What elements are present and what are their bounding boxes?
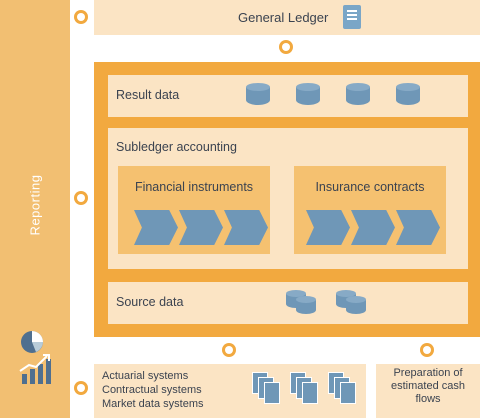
result-data-title: Result data — [116, 88, 180, 102]
connector-middle-left — [74, 191, 88, 205]
reporting-label: Reporting — [27, 174, 43, 236]
database-icon — [346, 83, 370, 108]
cash-flows-title: Preparation of estimated cash flows — [391, 367, 465, 405]
process-arrow-icon — [306, 210, 350, 245]
process-arrow-icon — [224, 210, 268, 245]
document-stack-icon — [302, 382, 318, 404]
connector-source — [222, 343, 236, 357]
process-arrow-icon — [134, 210, 178, 245]
process-arrow-icon — [179, 210, 223, 245]
systems-line-contractual: Contractual systems — [102, 384, 202, 396]
process-arrow-icon — [396, 210, 440, 245]
financial-instruments-box: Financial instruments — [118, 166, 270, 254]
document-stack-icon — [264, 382, 280, 404]
cash-flows-box: Preparation of estimated cash flows — [376, 364, 480, 418]
insurance-contracts-title: Insurance contracts — [315, 180, 425, 194]
document-stack-icon — [340, 382, 356, 404]
ledger-book-icon — [343, 5, 361, 29]
database-icon — [346, 296, 366, 316]
database-icon — [246, 83, 270, 108]
connector-bottom — [74, 381, 88, 395]
horizontal-separator-bottom — [70, 337, 480, 364]
database-icon — [296, 296, 316, 316]
source-systems-box: Actuarial systems Contractual systems Ma… — [94, 364, 366, 418]
connector-cash — [420, 343, 434, 357]
subledger-title: Subledger accounting — [116, 140, 237, 154]
database-icon — [296, 83, 320, 108]
insurance-contracts-box: Insurance contracts — [294, 166, 446, 254]
source-data-title: Source data — [116, 295, 184, 309]
connector-gl — [279, 40, 293, 54]
vertical-separator — [70, 0, 78, 418]
horizontal-separator-top — [70, 35, 480, 43]
financial-instruments-title: Financial instruments — [134, 180, 254, 194]
systems-line-actuarial: Actuarial systems — [102, 370, 189, 382]
connector-top — [74, 10, 88, 24]
pie-chart-icon — [21, 331, 43, 353]
general-ledger-box: General Ledger — [94, 0, 480, 35]
source-data-box: Source data — [108, 282, 468, 324]
systems-line-market: Market data systems — [102, 398, 204, 410]
result-data-box: Result data — [108, 75, 468, 117]
database-icon — [396, 83, 420, 108]
process-arrow-icon — [351, 210, 395, 245]
reporting-panel: Reporting — [0, 0, 70, 418]
growth-bar-icon — [19, 354, 51, 384]
general-ledger-title: General Ledger — [238, 10, 329, 25]
